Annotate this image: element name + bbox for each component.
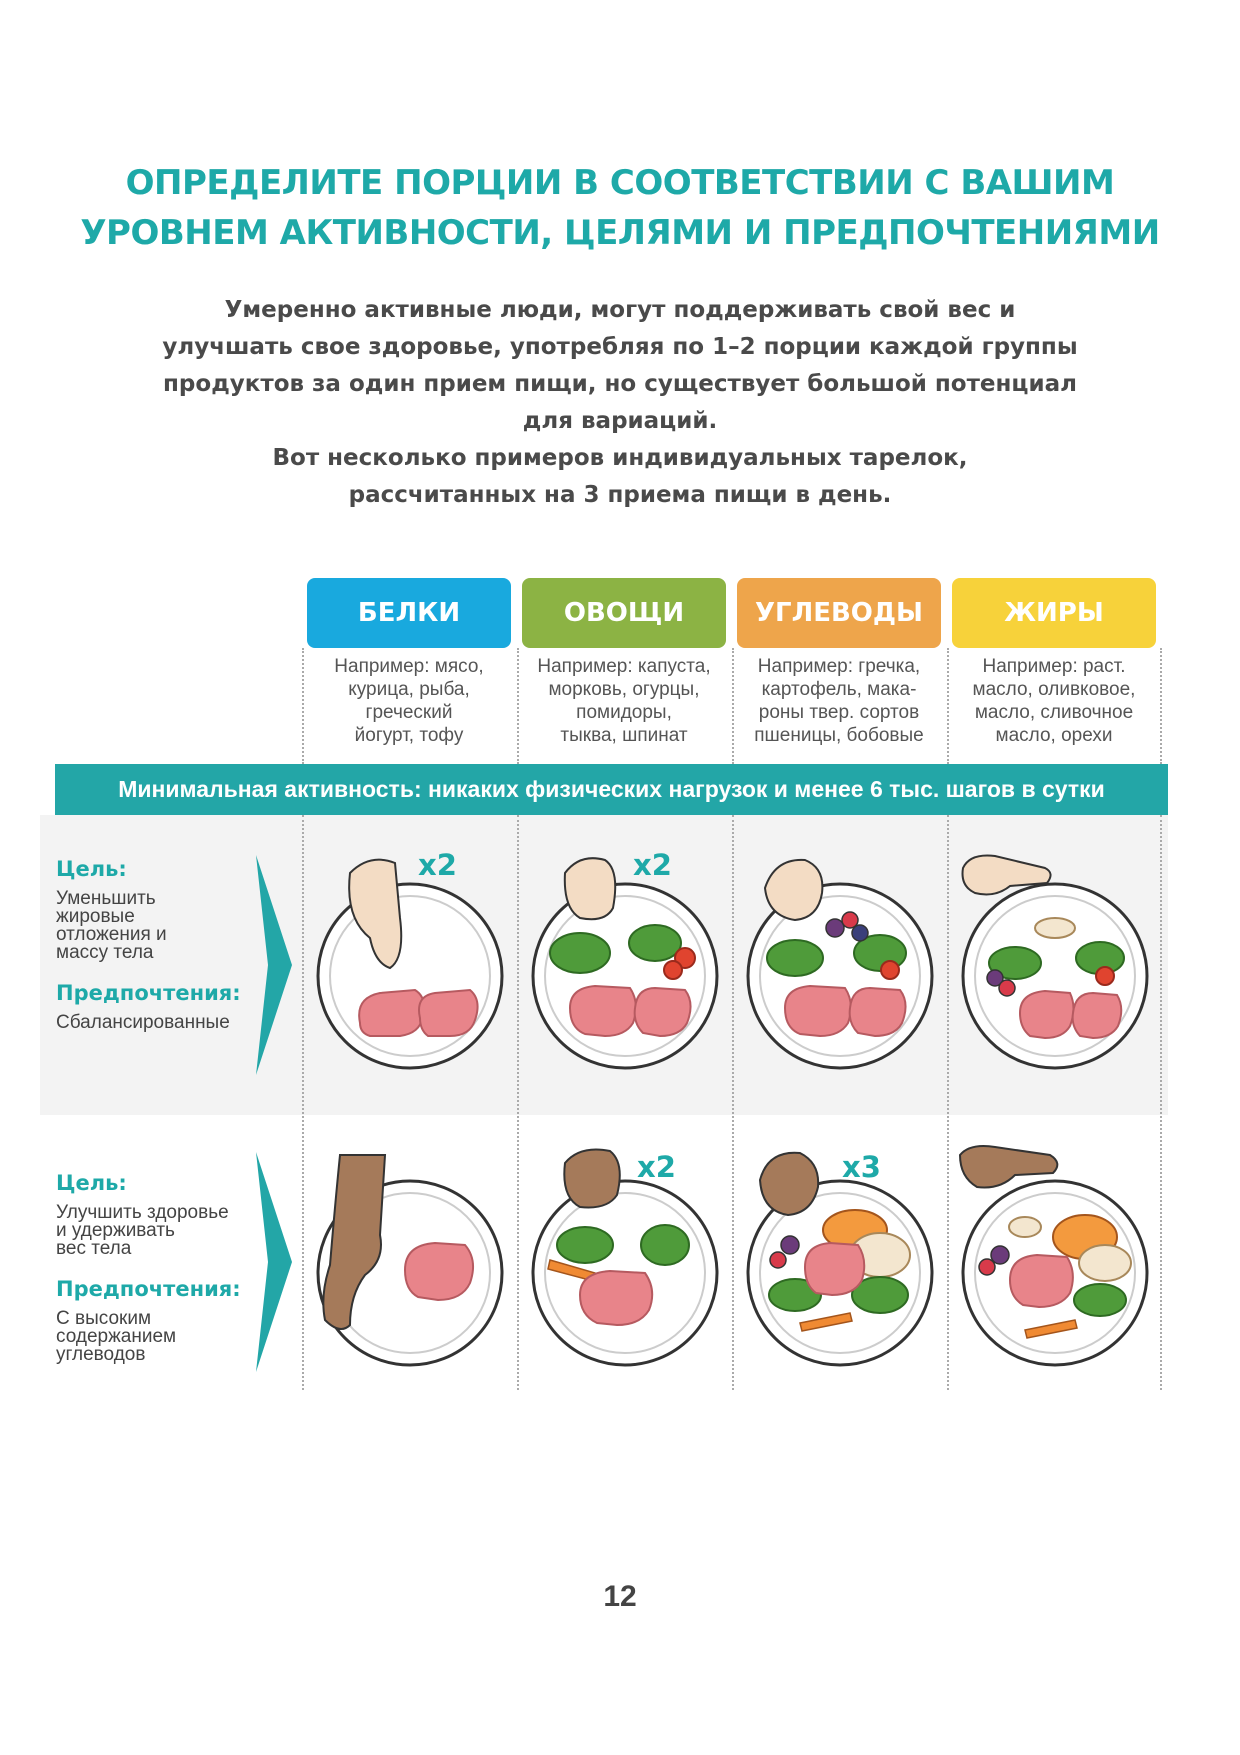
plate-r1-fats [955, 848, 1155, 1078]
column-divider [517, 648, 519, 764]
column-divider [947, 648, 949, 764]
goal-text-line: жировые [56, 906, 135, 927]
portion-multiplier: x2 [637, 1150, 676, 1184]
portion-multiplier: x2 [418, 848, 457, 882]
intro-line-3: продуктов за один прием пищи, но существ… [163, 371, 1077, 397]
intro-line-2: улучшать свое здоровье, употребляя по 1–… [162, 334, 1078, 360]
desc-line: Например: гречка, [757, 656, 921, 677]
goal-text-line: вес тела [56, 1238, 132, 1259]
desc-line: картофель, мака- [761, 679, 917, 700]
intro-line-4: для вариаций. [522, 408, 718, 434]
column-divider [732, 815, 734, 1390]
column-divider [947, 815, 949, 1390]
desc-line: масло, орехи [995, 725, 1113, 746]
desc-line: пшеницы, бобовые [754, 725, 924, 746]
preferences-label: Предпочтения: [56, 981, 241, 1005]
goal-label: Цель: [56, 857, 127, 881]
desc-line: роны твер. сортов [758, 702, 920, 723]
plate-r1-carbs [740, 848, 940, 1078]
page-number: 12 [603, 1580, 637, 1613]
plate-r2-proteins [310, 1145, 510, 1375]
plate-r1-proteins [310, 848, 510, 1078]
title-line-2: УРОВНЕМ АКТИВНОСТИ, ЦЕЛЯМИ И ПРЕДПОЧТЕНИ… [80, 213, 1160, 253]
plate-r2-vegetables [525, 1145, 725, 1375]
pref-text-line: содержанием [56, 1326, 177, 1347]
preferences-text: Сбалансированные [56, 1012, 256, 1033]
desc-line: Например: капуста, [537, 656, 711, 677]
preferences-label: Предпочтения: [56, 1277, 241, 1301]
column-divider [1160, 648, 1162, 764]
desc-line: тыква, шпинат [560, 725, 688, 746]
desc-line: Например: мясо, [334, 656, 484, 677]
desc-line: греческий [365, 702, 453, 723]
goal-text-line: Улучшить здоровье [56, 1202, 229, 1223]
desc-line: курица, рыба, [348, 679, 470, 700]
activity-banner: Минимальная активность: никаких физическ… [55, 764, 1168, 815]
goal-text-line: массу тела [56, 942, 154, 963]
plate-carbs-cupped-hand-icon [746, 1151, 934, 1367]
title-line-1: ОПРЕДЕЛИТЕ ПОРЦИИ В СООТВЕТСТВИИ С ВАШИМ [125, 163, 1115, 203]
plate-fats-thumb-icon [958, 1145, 1149, 1367]
category-header-carbs: УГЛЕВОДЫ [737, 578, 941, 648]
plate-r2-fats [955, 1145, 1155, 1375]
goal-text-line: Уменьшить [56, 888, 156, 909]
goal-text-line: и удерживать [56, 1220, 175, 1241]
column-divider [302, 815, 304, 1390]
column-divider [1160, 815, 1162, 1390]
plate-fats-thumb-icon [961, 854, 1149, 1070]
row-1-goal: Цель: Уменьшить жировые отложения и масс… [56, 856, 256, 1032]
goal-text: Уменьшить жировые отложения и массу тела [56, 888, 256, 963]
goal-text-line: отложения и [56, 924, 167, 945]
pref-text-line: Сбалансированные [56, 1012, 230, 1033]
desc-line: Например: раст. [982, 656, 1126, 677]
intro-line-5: Вот несколько примеров индивидуальных та… [272, 445, 968, 471]
category-desc-carbs: Например: гречка, картофель, мака- роны … [737, 655, 941, 755]
preferences-text: С высоким содержанием углеводов [56, 1308, 256, 1365]
category-desc-vegetables: Например: капуста, морковь, огурцы, поми… [522, 655, 726, 755]
category-header-proteins: БЕЛКИ [307, 578, 511, 648]
desc-line: помидоры, [576, 702, 672, 723]
goal-text: Улучшить здоровье и удерживать вес тела [56, 1202, 256, 1259]
portion-multiplier: x2 [633, 848, 672, 882]
intro-line-1: Умеренно активные люди, могут поддержива… [224, 297, 1016, 323]
plate-protein-palm-icon [316, 858, 504, 1070]
category-desc-proteins: Например: мясо, курица, рыба, греческий … [307, 655, 511, 755]
intro-line-6: рассчитанных на 3 приема пищи в день. [348, 482, 892, 508]
desc-line: масло, сливочное [974, 702, 1134, 723]
plate-carbs-cupped-hand-icon [746, 858, 934, 1070]
column-divider [302, 648, 304, 764]
page-title: ОПРЕДЕЛИТЕ ПОРЦИИ В СООТВЕТСТВИИ С ВАШИМ… [60, 158, 1180, 258]
plate-vegetables-fist-icon [531, 1148, 719, 1367]
pref-text-line: С высоким [56, 1308, 152, 1329]
category-header-fats: ЖИРЫ [952, 578, 1156, 648]
portion-multiplier: x3 [842, 1150, 881, 1184]
pref-text-line: углеводов [56, 1344, 146, 1365]
plate-protein-palm-icon [316, 1154, 504, 1367]
row-2-arrow-icon [256, 1152, 292, 1372]
desc-line: морковь, огурцы, [548, 679, 700, 700]
row-2-goal: Цель: Улучшить здоровье и удерживать вес… [56, 1170, 256, 1364]
row-1-arrow-icon [256, 855, 292, 1075]
intro-paragraph: Умеренно активные люди, могут поддержива… [90, 292, 1150, 514]
goal-label: Цель: [56, 1171, 127, 1195]
desc-line: йогурт, тофу [354, 725, 464, 746]
desc-line: масло, оливковое, [972, 679, 1136, 700]
plate-r2-carbs [740, 1145, 940, 1375]
column-divider [732, 648, 734, 764]
column-divider [517, 815, 519, 1390]
plate-r1-vegetables [525, 848, 725, 1078]
category-desc-fats: Например: раст. масло, оливковое, масло,… [952, 655, 1156, 755]
plate-vegetables-fist-icon [531, 857, 719, 1070]
category-header-vegetables: ОВОЩИ [522, 578, 726, 648]
